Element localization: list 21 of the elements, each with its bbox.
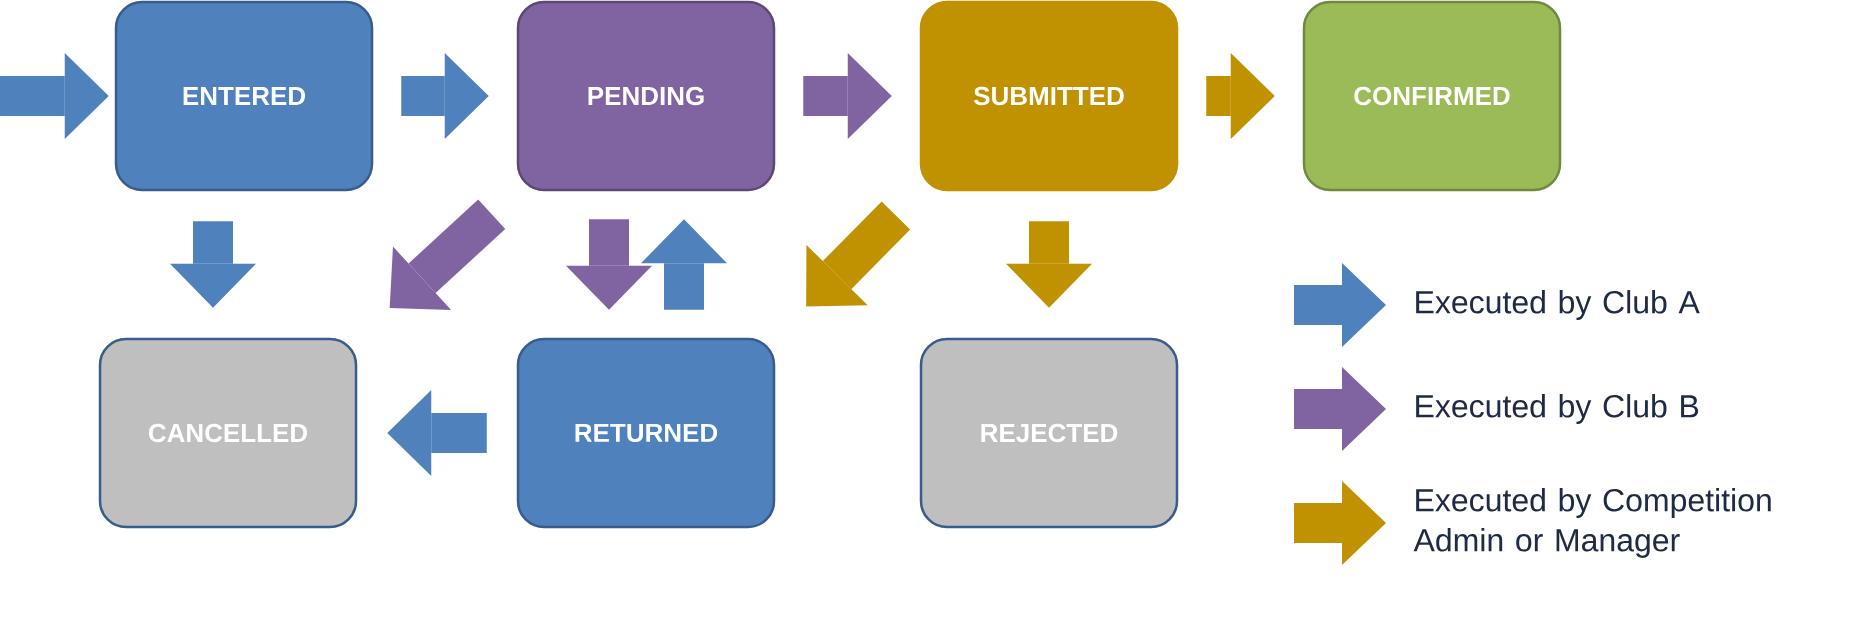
legend-text: Executed by Club A <box>1416 290 1700 320</box>
block-arrow <box>1006 221 1092 308</box>
block-arrow <box>0 53 109 139</box>
block-arrow <box>401 53 489 139</box>
block-arrow <box>389 199 506 310</box>
block-arrow <box>641 219 727 310</box>
block-arrow <box>566 219 652 310</box>
state-box: REJECTED <box>919 337 1179 529</box>
block-arrow <box>170 221 256 308</box>
state-box: PENDING <box>516 0 776 192</box>
state-box: ENTERED <box>114 0 374 192</box>
state-box: CONFIRMED <box>1302 0 1562 192</box>
block-arrow <box>806 201 911 307</box>
state-box: SUBMITTED <box>919 0 1179 192</box>
state-box: CANCELLED <box>98 337 358 529</box>
block-arrow <box>1206 53 1275 139</box>
legend-text: Executed by Competition Admin or Manager <box>1413 488 1771 558</box>
state-box: RETURNED <box>516 337 776 529</box>
block-arrow <box>387 390 487 476</box>
legend-text: Executed by Club B <box>1416 394 1699 424</box>
block-arrow <box>803 53 892 139</box>
